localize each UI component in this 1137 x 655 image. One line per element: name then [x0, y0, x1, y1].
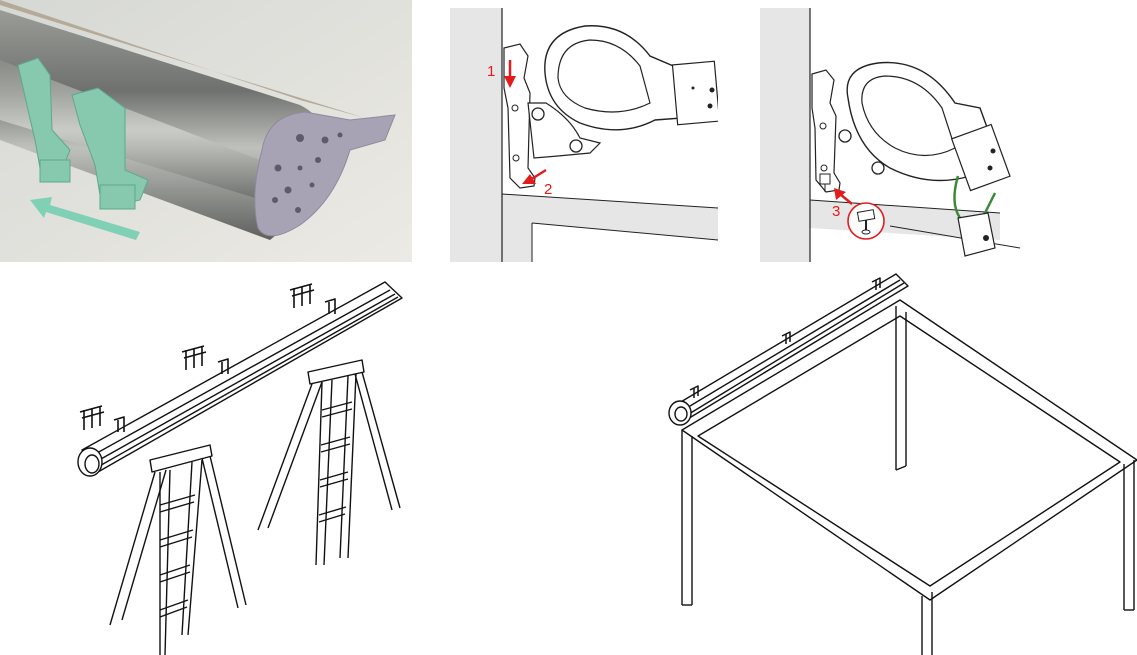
pivot-circle-2	[569, 139, 583, 153]
mounting-plate	[811, 69, 841, 193]
mint-bracket-2	[71, 87, 149, 210]
red-arrow-step-1	[504, 60, 516, 88]
pergola-mounted-diagram	[660, 270, 1137, 655]
bar-bracket-1	[79, 405, 125, 432]
red-arrow-step-3	[834, 188, 853, 205]
end-cap	[254, 111, 396, 237]
wall-section	[760, 8, 810, 262]
hook-diagram-steps-1-2: 1 2	[450, 8, 718, 262]
right-trestle	[257, 359, 401, 566]
end-cap-holes	[272, 132, 343, 213]
bolt-icon	[856, 209, 876, 235]
bar-assembly	[77, 281, 403, 477]
pivot-circle-1	[838, 129, 852, 143]
bar-bracket-3	[289, 283, 336, 314]
photo-bar-closeup	[0, 0, 412, 262]
pivot-circle-1	[531, 107, 545, 121]
bar-bracket-2	[181, 345, 229, 374]
locking-bolt	[819, 173, 831, 192]
wall-section	[450, 8, 502, 262]
step-label-3: 3	[832, 203, 840, 220]
bracket-end-block	[671, 60, 718, 126]
pergola-frame	[681, 299, 1137, 655]
red-arrow-step-2	[522, 168, 547, 184]
beam-section	[502, 194, 718, 262]
mounted-bar	[668, 273, 909, 426]
mint-bracket-1	[17, 57, 71, 183]
left-trestle	[109, 444, 247, 655]
bracket-end-block	[950, 123, 1011, 192]
motor-box	[957, 212, 996, 257]
bar-on-trestles-diagram	[70, 280, 430, 655]
step-label-1: 1	[487, 63, 495, 80]
hook-diagram-step-3: 3	[760, 8, 1028, 262]
bar-lower-tube	[0, 60, 269, 200]
slide-direction-arrow	[30, 197, 140, 240]
pivot-circle-2	[871, 161, 885, 175]
step-label-2: 2	[544, 181, 552, 198]
